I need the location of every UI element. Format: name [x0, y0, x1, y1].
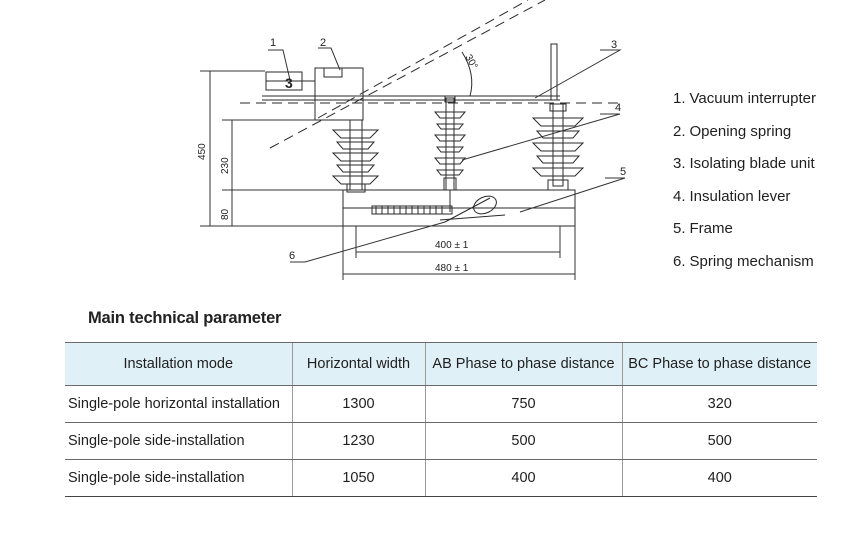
- dim-mid-height: 230: [220, 157, 231, 174]
- cell-mode: Single-pole side-installation: [65, 459, 292, 497]
- horizontal-dimensions: [342, 226, 576, 280]
- cell-width: 1050: [291, 459, 425, 497]
- callout-5: 5: [620, 166, 626, 178]
- angle-label: 30°: [462, 53, 479, 72]
- cell-width: 1300: [291, 385, 425, 423]
- table-row: Single-pole side-installation 1230 500 5…: [65, 422, 817, 460]
- spring-mechanism: [371, 195, 506, 223]
- insulator-middle: [433, 95, 467, 212]
- vacuum-interrupter-box: [314, 67, 364, 121]
- legend-item: 3.Isolating blade unit: [673, 155, 815, 172]
- legend-item: 6.Spring mechanism: [673, 252, 814, 270]
- cell-mode: Single-pole horizontal installation: [65, 385, 292, 423]
- dim-outer-width: 480 ± 1: [435, 263, 469, 274]
- header-bc-distance: BC Phase to phase distance: [621, 342, 817, 386]
- angle-arc: [461, 51, 473, 97]
- cell-bc: 400: [621, 459, 817, 497]
- callout-2: 2: [320, 37, 326, 49]
- opened-blade-dashed: [240, 0, 620, 149]
- cell-ab: 400: [424, 459, 622, 497]
- vertical-dimensions: [200, 70, 343, 227]
- switch-technical-drawing: 1 2 3 4 5 6 3 30° 450 230 80 400 ± 1 480…: [197, 0, 626, 280]
- cell-bc: 500: [621, 422, 817, 460]
- header-ab-distance: AB Phase to phase distance: [424, 342, 622, 386]
- table-header-row: Installation mode Horizontal width AB Ph…: [65, 342, 817, 386]
- callout-4: 4: [615, 102, 621, 114]
- cell-ab: 500: [424, 422, 622, 460]
- cell-bc: 320: [621, 385, 817, 423]
- callout-6: 6: [289, 250, 295, 262]
- header-horizontal-width: Horizontal width: [291, 342, 425, 386]
- parts-legend: 1.Vacuum interrupter 2.Opening spring 3.…: [673, 86, 816, 281]
- header-installation-mode: Installation mode: [65, 342, 292, 386]
- parameter-table: Installation mode Horizontal width AB Ph…: [65, 342, 817, 497]
- insulator-right: [531, 43, 585, 191]
- legend-item: 1.Vacuum interrupter: [673, 90, 816, 107]
- section-title: Main technical parameter: [88, 309, 282, 327]
- callout-3: 3: [611, 39, 617, 51]
- dim-inner-width: 400 ± 1: [435, 240, 469, 251]
- dim-total-height: 450: [197, 143, 208, 160]
- callout-1: 1: [270, 37, 276, 49]
- dim-base-height: 80: [220, 208, 231, 220]
- legend-item: 2.Opening spring: [673, 122, 792, 140]
- table-row: Single-pole side-installation 1050 400 4…: [65, 459, 817, 497]
- cell-mode: Single-pole side-installation: [65, 422, 292, 460]
- insulator-left: [331, 119, 380, 193]
- legend-item: 5.Frame: [673, 220, 733, 237]
- leader-lines: [268, 47, 626, 263]
- cell-width: 1230: [291, 422, 425, 460]
- legend-item: 4.Insulation lever: [673, 187, 791, 205]
- blade-label: 3: [285, 75, 293, 91]
- cell-ab: 750: [424, 385, 622, 423]
- table-row: Single-pole horizontal installation 1300…: [65, 385, 817, 423]
